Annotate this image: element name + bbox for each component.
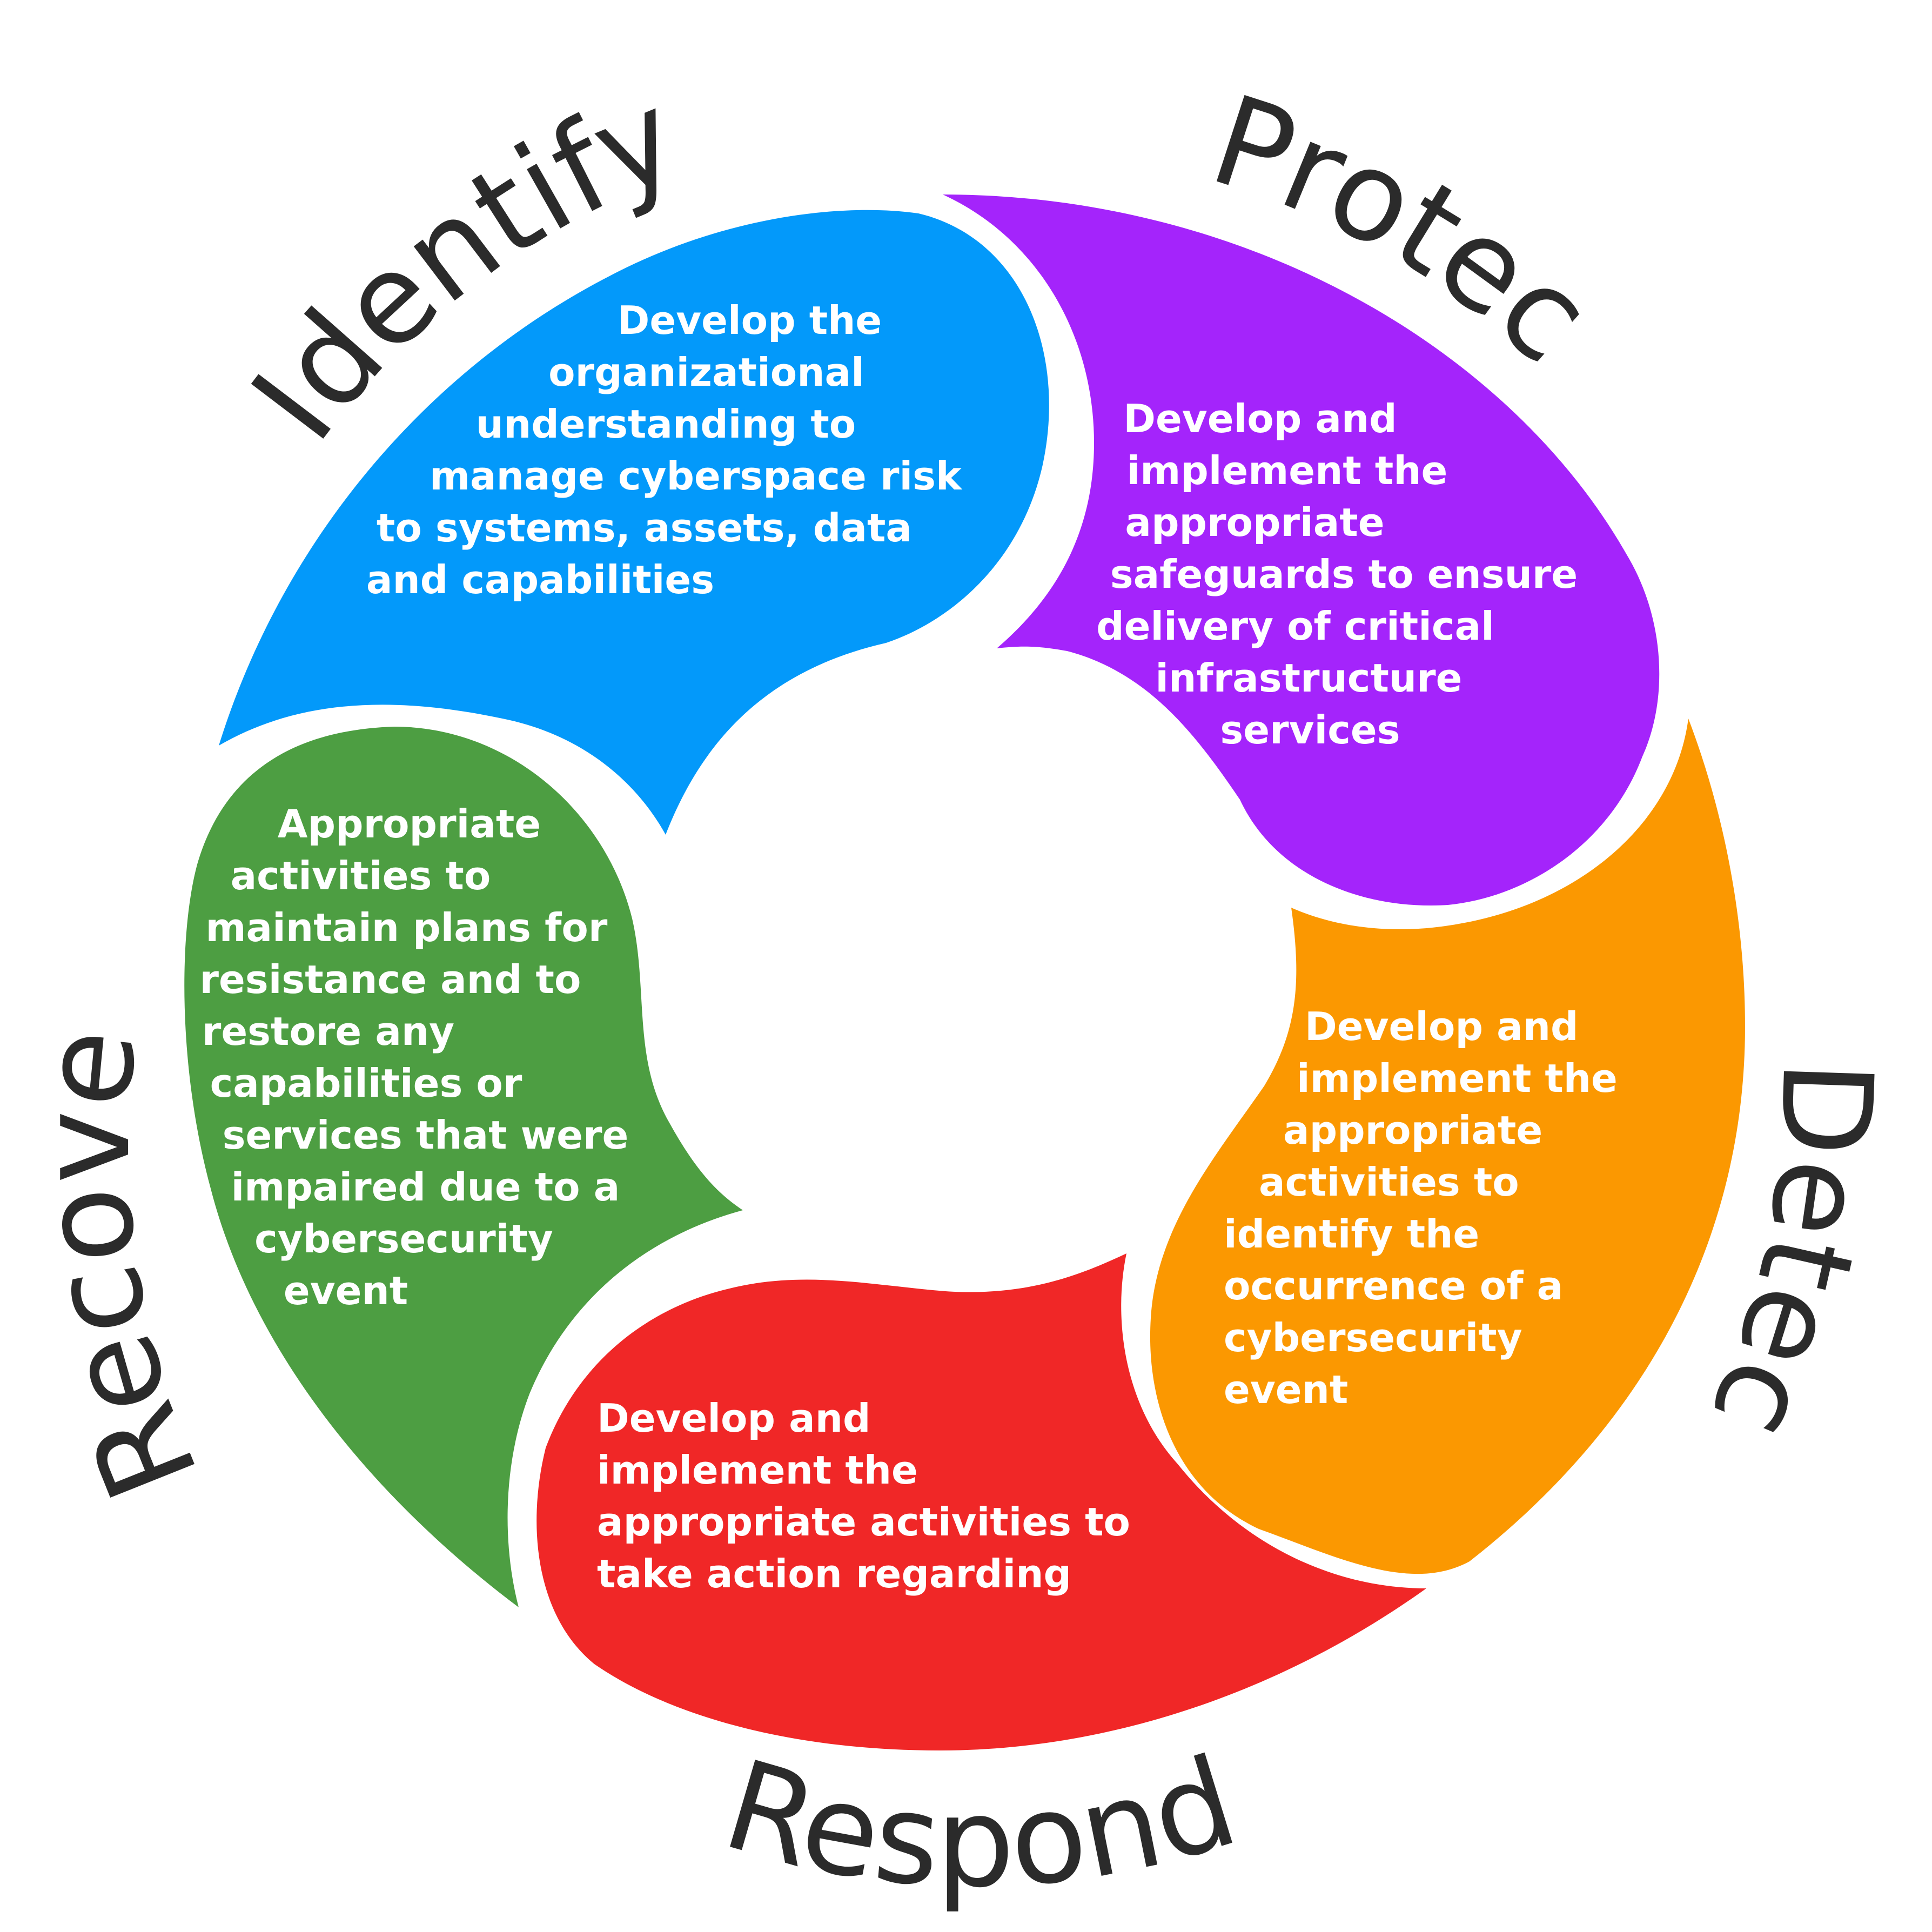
protect-shape [943,194,1660,905]
protect-line: delivery of critical [1096,603,1494,649]
recover-line: impaired due to a [231,1164,620,1210]
protect-line: appropriate [1125,500,1384,545]
recover-segment [184,727,743,1607]
recover-line: Appropriate [278,801,541,847]
detect-line: activities to [1259,1159,1519,1205]
recover-line: activities to [231,853,491,898]
detect-line: identify the [1224,1211,1479,1257]
recover-line: services that were [223,1112,629,1158]
protect-line: services [1220,707,1400,753]
protect-description: Develop and implement the appropriate sa… [1096,396,1591,753]
detect-line: implement the [1297,1056,1618,1101]
recover-line: event [284,1268,408,1313]
respond-description: Develop and implement the appropriate ac… [597,1396,1144,1596]
identify-shape [219,210,1049,835]
detect-description: Develop and implement the appropriate ac… [1224,1004,1631,1412]
respond-segment [536,1253,1426,1750]
recover-title: Recover [0,0,226,1518]
respond-line: Develop and [597,1396,871,1441]
detect-line: Develop and [1305,1004,1579,1049]
recover-line: resistance and to [200,957,581,1002]
protect-line: implement the [1127,448,1448,493]
identify-line: manage cyberspace risk [430,453,963,499]
respond-title: Respond [710,1730,1252,1915]
recover-line: maintain plans for [206,905,608,950]
respond-line: take action regarding [597,1551,1071,1596]
identify-segment [219,210,1049,835]
respond-line: appropriate activities to [597,1499,1130,1545]
protect-line: Develop and [1123,396,1397,441]
detect-segment [1150,719,1745,1574]
recover-description: Appropriate activities to maintain plans… [200,801,642,1313]
respond-line: implement the [597,1447,918,1493]
protect-line: safeguards to ensure [1110,552,1578,597]
recover-shape [184,727,743,1607]
identify-line: to systems, assets, data [377,505,912,551]
detect-line: event [1224,1367,1348,1412]
respond-shape [536,1253,1426,1750]
protect-line: infrastructure [1155,655,1462,701]
detect-line: cybersecurity [1224,1315,1522,1360]
detect-line: appropriate [1283,1108,1542,1153]
detect-line: occurrence of a [1224,1263,1563,1309]
identify-line: Develop the [618,298,882,343]
identify-line: understanding to [476,401,856,447]
identify-line: organizational [548,350,864,395]
recover-line: restore any [202,1009,454,1054]
identify-description: Develop the organizational understanding… [366,298,975,602]
identify-line: and capabilities [366,557,714,602]
recover-line: cybersecurity [254,1216,553,1262]
protect-segment [943,194,1660,905]
recover-line: capabilities or [210,1061,522,1106]
detect-shape [1150,719,1745,1574]
